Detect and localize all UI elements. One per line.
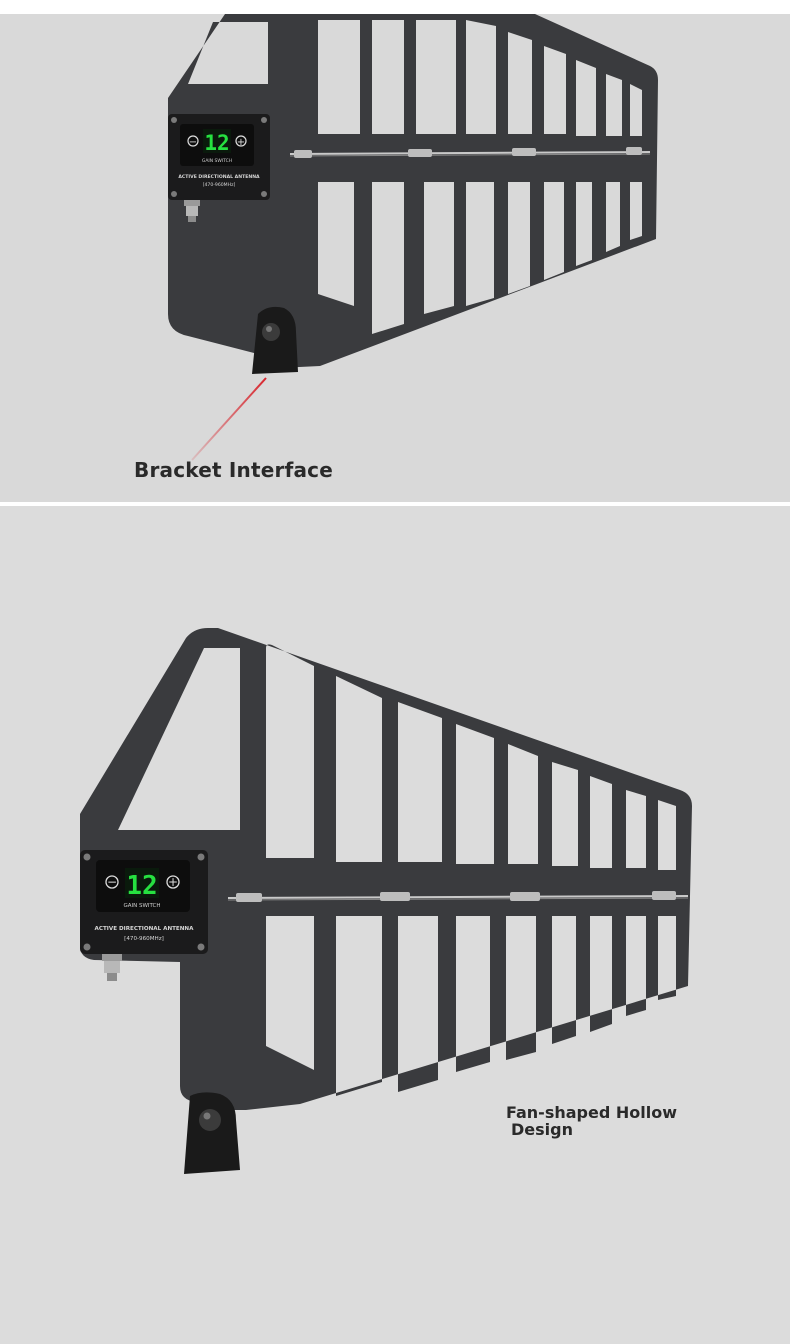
gain-switch-label: GAIN SWITCH <box>123 903 160 909</box>
gain-switch-label: GAIN SWITCH <box>202 158 232 164</box>
frequency-label: [470-960MHz] <box>124 936 164 942</box>
feed-rod <box>227 891 689 902</box>
bracket-mount <box>184 1092 240 1174</box>
gain-display: 12 <box>126 871 157 901</box>
gain-plus-icon: + <box>168 875 178 889</box>
gain-minus-icon: − <box>107 875 117 889</box>
bracket-callout-line <box>191 377 267 461</box>
antenna-full-illustration: − + 12 GAIN SWITCH ACTIVE DIRECTIONAL AN… <box>80 628 692 1174</box>
bracket-mount <box>252 306 298 374</box>
bnc-connector <box>184 200 200 222</box>
control-module: − + 12 GAIN SWITCH ACTIVE DIRECTIONAL AN… <box>168 114 270 222</box>
antenna-closeup-illustration: − + 12 GAIN SWITCH ACTIVE DIRECTIONAL AN… <box>168 14 658 461</box>
frequency-label: [470-960MHz] <box>203 182 236 188</box>
product-label: ACTIVE DIRECTIONAL ANTENNA <box>95 926 195 932</box>
bracket-interface-panel: − + 12 GAIN SWITCH ACTIVE DIRECTIONAL AN… <box>0 14 790 502</box>
gain-display: 12 <box>204 131 229 155</box>
fan-shaped-caption: Fan-shaped Hollow Design <box>506 1104 677 1138</box>
product-label: ACTIVE DIRECTIONAL ANTENNA <box>178 174 260 180</box>
antenna-body <box>80 628 692 1110</box>
antenna-body <box>168 14 658 369</box>
gain-plus-icon: + <box>237 137 245 148</box>
fan-shaped-caption-line-2: Design <box>511 1120 573 1139</box>
control-module: − + 12 GAIN SWITCH ACTIVE DIRECTIONAL AN… <box>80 850 208 981</box>
bracket-interface-caption: Bracket Interface <box>134 458 333 482</box>
bnc-connector <box>102 954 122 981</box>
gain-minus-icon: − <box>189 137 197 148</box>
feed-rod <box>289 147 651 158</box>
fan-shaped-design-panel: − + 12 GAIN SWITCH ACTIVE DIRECTIONAL AN… <box>0 506 790 1344</box>
fan-shaped-caption-line-1: Fan-shaped Hollow <box>506 1103 677 1122</box>
